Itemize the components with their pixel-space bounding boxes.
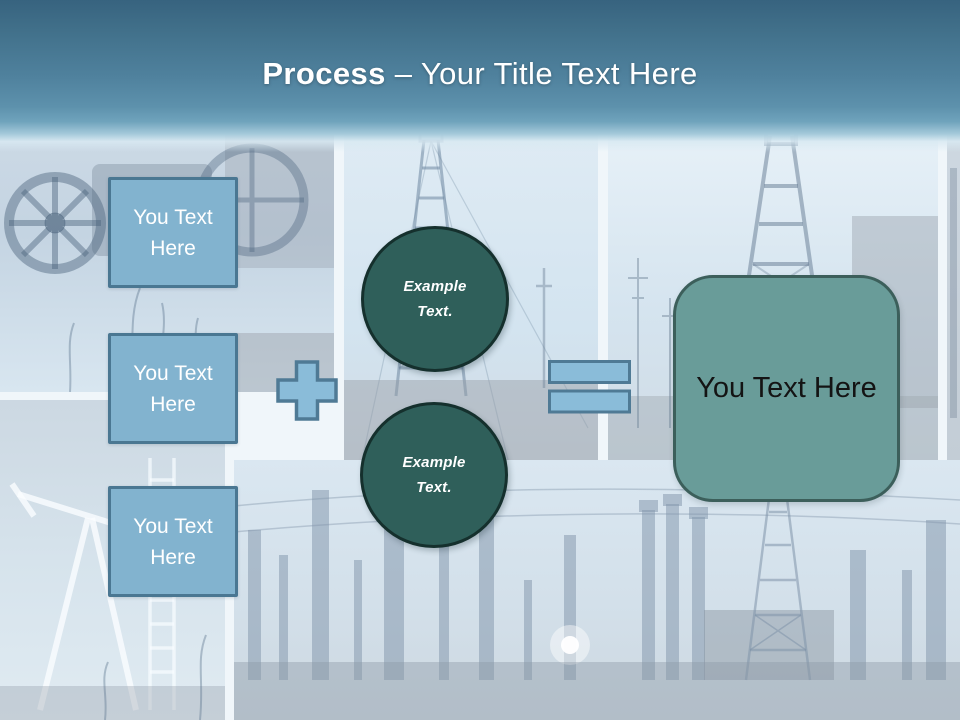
result-box-label: You Text Here xyxy=(696,372,877,404)
plus-icon[interactable] xyxy=(276,360,338,421)
photo-strip-texture xyxy=(950,168,957,418)
refinery-skyline-icon xyxy=(234,474,960,720)
example-circle-1-line2: Text. xyxy=(417,303,453,320)
input-box-3-label: You Text Here xyxy=(133,514,213,569)
title-banner: Process – Your Title Text Here xyxy=(0,0,960,152)
pumpjack-icon xyxy=(0,458,225,720)
example-circle-2-line1: Example xyxy=(402,454,466,471)
input-box-1-label: You Text Here xyxy=(133,205,213,260)
photo-panel-refinery xyxy=(234,460,960,720)
equals-icon[interactable] xyxy=(548,360,632,415)
photo-panel-edge-strip xyxy=(947,128,960,460)
input-box-2[interactable]: You Text Here xyxy=(108,333,238,444)
example-circle-2-line2: Text. xyxy=(416,479,452,496)
input-box-3[interactable]: You Text Here xyxy=(108,486,238,597)
title-keyword: Process xyxy=(262,56,386,91)
result-box[interactable]: You Text Here xyxy=(673,275,900,502)
input-box-1[interactable]: You Text Here xyxy=(108,177,238,288)
example-circle-1[interactable]: Example Text. xyxy=(361,226,509,372)
example-circle-2[interactable]: Example Text. xyxy=(360,402,508,548)
page-title: Process – Your Title Text Here xyxy=(0,56,960,92)
input-box-2-label: You Text Here xyxy=(133,361,213,416)
example-circle-1-line1: Example xyxy=(403,278,467,295)
title-rest: – Your Title Text Here xyxy=(385,56,698,91)
